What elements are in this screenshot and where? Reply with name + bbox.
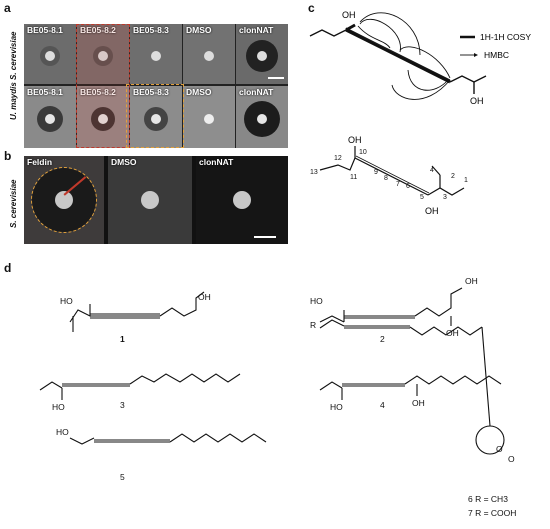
atom-number: 11 xyxy=(350,174,357,181)
tile-a-r2-c3: BE05-8.3 xyxy=(130,86,182,148)
highlight-column-box xyxy=(76,24,130,148)
tile-a-r2-c5: clonNAT xyxy=(236,86,288,148)
atom-number: 1 xyxy=(464,177,468,184)
highlight-tile-box xyxy=(126,84,184,148)
panel-b-label: b xyxy=(4,149,12,163)
oh-label-number: OH xyxy=(348,135,362,145)
oh-label: HO xyxy=(56,427,69,437)
r-label: R xyxy=(310,320,316,330)
panel-a-label: a xyxy=(4,1,11,15)
scale-bar xyxy=(268,77,284,79)
tile-a-r2-c1: BE05-8.1 xyxy=(24,86,76,148)
panel-a-grid: BE05-8.1 BE05-8.2 BE05-8.3 DMSO clonNAT … xyxy=(24,24,288,148)
atom-number: 13 xyxy=(310,169,318,176)
panel-b-strip: Feldin DMSO clonNAT xyxy=(24,156,288,244)
panel-d-structures: 1 2 3 4 5 HO OH HO OH OH HO HO OH HO R O… xyxy=(39,276,516,518)
atom-number: 3 xyxy=(443,194,447,201)
scale-bar xyxy=(254,236,276,238)
oh-label-top: OH xyxy=(342,10,356,20)
panel-c-label: c xyxy=(308,1,315,15)
atom-number: 2 xyxy=(451,173,455,180)
oh-label: HO xyxy=(310,296,323,306)
oh-label: HO xyxy=(52,402,65,412)
oh-label: HO xyxy=(330,402,343,412)
atom-number: 9 xyxy=(374,169,378,176)
atom-number: 10 xyxy=(359,149,367,156)
compound-number-1: 1 xyxy=(120,334,125,344)
oh-label: HO xyxy=(60,296,73,306)
oh-label: OH xyxy=(412,398,425,408)
oh-label: OH xyxy=(198,292,211,302)
atom-number: 12 xyxy=(334,155,342,162)
tile-a-r2-c2: BE05-8.2 xyxy=(77,86,129,148)
tile-b-feldin: Feldin xyxy=(24,156,104,244)
tile-a-r1-c2: BE05-8.2 xyxy=(77,24,129,84)
atom-number: 4 xyxy=(430,167,434,174)
compound-number-3: 3 xyxy=(120,400,125,410)
atom-number: 7 xyxy=(396,181,400,188)
oh-label: OH xyxy=(446,328,459,338)
compound-number-2: 2 xyxy=(380,334,385,344)
tile-a-r1-c1: BE05-8.1 xyxy=(24,24,76,84)
atom-number: 8 xyxy=(384,175,388,182)
panel-a-side-label: U. maydis S. cerevisiae xyxy=(9,31,18,121)
ring-o-label: O xyxy=(496,444,503,454)
atom-number: 5 xyxy=(420,194,424,201)
atom-number: 6 xyxy=(406,183,410,190)
tile-a-r1-c3: BE05-8.3 xyxy=(130,24,182,84)
panel-c-structures: OH OH 1H-1H COSY HMBC OH OH 1 2 3 4 5 6 … xyxy=(309,10,531,216)
panel-b-side-label: S. cerevisiae xyxy=(9,179,18,228)
legend-hmbc-label: HMBC xyxy=(484,50,509,60)
tile-b-clonnat: clonNAT xyxy=(196,156,288,244)
legend-cosy-label: 1H-1H COSY xyxy=(480,32,531,42)
compound-7-label: 7 R = COOH xyxy=(468,508,516,518)
panel-d-label: d xyxy=(4,261,12,275)
tile-b-dmso: DMSO xyxy=(108,156,192,244)
tile-a-r1-c5: clonNAT xyxy=(236,24,288,84)
oh-label-number: OH xyxy=(425,206,439,216)
compound-number-5: 5 xyxy=(120,472,125,482)
tile-a-r2-c4: DMSO xyxy=(183,86,235,148)
tile-a-r1-c4: DMSO xyxy=(183,24,235,84)
oh-label: OH xyxy=(465,276,478,286)
compound-6-label: 6 R = CH3 xyxy=(468,494,508,504)
carbonyl-o-label: O xyxy=(508,454,515,464)
compound-number-4: 4 xyxy=(380,400,385,410)
oh-label-top: OH xyxy=(470,96,484,106)
